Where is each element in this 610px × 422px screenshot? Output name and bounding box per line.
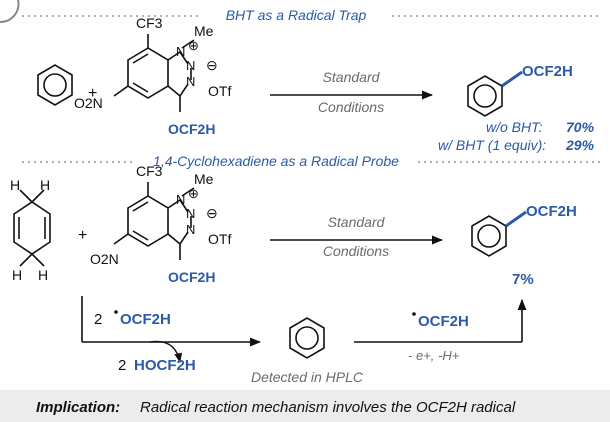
yield-without-bht-value: 70% xyxy=(566,119,595,135)
byproduct-label: HOCF2H xyxy=(134,357,196,374)
h-label-2: H xyxy=(40,177,50,193)
h-label-1: H xyxy=(10,177,20,193)
cf3-label-2: CF3 xyxy=(136,163,163,179)
n-label-2a: N xyxy=(176,192,185,207)
section1-title: BHT as a Radical Trap xyxy=(226,7,367,23)
detected-label: Detected in HPLC xyxy=(251,369,364,385)
h-label-4: H xyxy=(38,267,48,283)
branch-coeff: 2 xyxy=(94,311,102,328)
yield-with-bht-value: 29% xyxy=(565,137,595,153)
plus-sign-1: + xyxy=(88,85,97,102)
plus-sign-2: + xyxy=(78,227,87,244)
h-label-3: H xyxy=(12,267,22,283)
o2n-label-2: O2N xyxy=(90,251,119,267)
n-label-1a: N xyxy=(176,44,185,59)
reagent-benzotriazolium-1 xyxy=(113,34,195,112)
otf-label-2: OTf xyxy=(208,231,231,247)
minus-charge-2: ⊖ xyxy=(206,205,218,221)
benzene-reactant xyxy=(37,64,73,106)
implication-banner xyxy=(0,390,610,422)
radical-step-conditions: - e+, -H+ xyxy=(408,348,460,363)
o2n-label-1: O2N xyxy=(74,95,103,111)
product1-label: OCF2H xyxy=(522,63,573,80)
arrow2-bottom-label: Conditions xyxy=(323,243,389,259)
reagent-benzotriazolium-2 xyxy=(113,182,195,260)
radical-dot-1 xyxy=(114,310,118,314)
radical-dot-2 xyxy=(412,312,416,316)
radical-step-label: OCF2H xyxy=(418,313,469,330)
arrow2-top-label: Standard xyxy=(328,214,386,230)
section2-title: 1,4-Cyclohexadiene as a Radical Probe xyxy=(153,153,399,169)
plus-charge-1: ⊕ xyxy=(188,38,199,53)
n-label-2c: N xyxy=(186,222,195,237)
implication-text: Radical reaction mechanism involves the … xyxy=(140,399,516,416)
product2-label: OCF2H xyxy=(526,203,577,220)
byproduct-coeff: 2 xyxy=(118,357,126,374)
yield-without-bht-label: w/o BHT: xyxy=(486,119,543,135)
ocf2h-label-2: OCF2H xyxy=(168,269,215,285)
product-benzene-2 xyxy=(471,215,507,257)
cyclohexadiene xyxy=(13,189,51,267)
byproduct-curved-arrow xyxy=(149,340,183,363)
product-benzene-1 xyxy=(467,75,503,117)
yield-with-bht-label: w/ BHT (1 equiv): xyxy=(438,137,546,153)
product1-bond xyxy=(501,70,523,88)
branch-radical: OCF2H xyxy=(120,311,171,328)
otf-label-1: OTf xyxy=(208,83,231,99)
plus-charge-2: ⊕ xyxy=(188,186,199,201)
n-label-1c: N xyxy=(186,74,195,89)
me-label-2: Me xyxy=(194,171,214,187)
n-label-2b: N xyxy=(186,206,195,221)
detected-benzene xyxy=(289,317,325,359)
me-label-1: Me xyxy=(194,23,214,39)
ocf2h-label-1: OCF2H xyxy=(168,121,215,137)
product2-yield: 7% xyxy=(512,271,534,288)
cf3-label-1: CF3 xyxy=(136,15,163,31)
implication-label: Implication: xyxy=(36,399,120,416)
minus-charge-1: ⊖ xyxy=(206,57,218,73)
corner-decoration xyxy=(0,0,20,24)
arrow1-bottom-label: Conditions xyxy=(318,99,384,115)
n-label-1b: N xyxy=(186,58,195,73)
arrow1-top-label: Standard xyxy=(323,69,381,85)
product2-bond xyxy=(505,210,527,228)
